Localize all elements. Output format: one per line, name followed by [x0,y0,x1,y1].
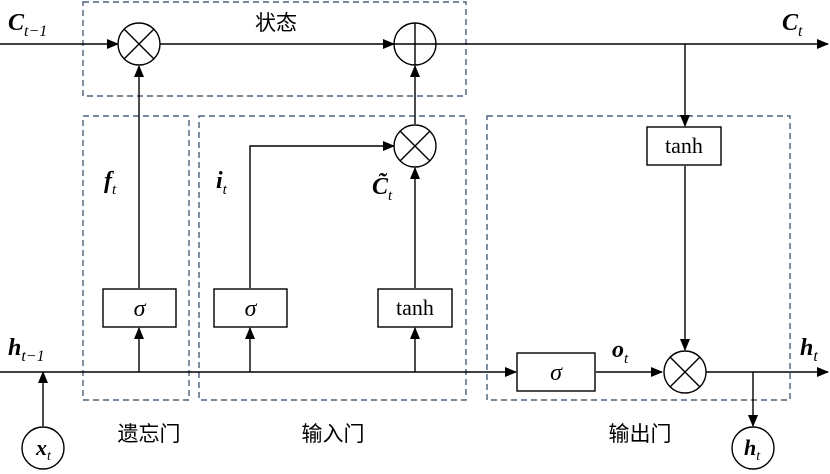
o-main: o [612,337,624,363]
c-t-sub: t [798,23,803,40]
activation-boxes: σ σ tanh σ tanh [102,126,722,392]
ctilde-sub: t [388,188,393,204]
input-gate-region [198,115,467,401]
i-sub: t [223,182,228,198]
forget-gate-region [82,115,190,401]
c-prev-main: C [8,10,25,36]
c-t-label: Ct [782,10,803,40]
f-label: ft [104,168,117,198]
i-main: i [216,168,223,194]
h-output-circle [731,426,775,470]
o-sub: t [624,351,629,367]
add-op [393,22,437,66]
input-sigma-to-mult [249,141,395,288]
o-label: ot [612,337,629,367]
operators [117,22,707,394]
gate-captions: 遗忘门 输入门 输出门 [118,422,672,446]
sigma-forget-box [102,288,177,328]
x-circle-main: x [35,435,47,460]
c-t-main: C [782,10,799,36]
sigma-input-label: σ [245,296,258,322]
tanh-input-label: tanh [396,295,434,320]
sigma-output-label: σ [550,360,563,386]
sigma-input-box [213,288,288,328]
h-t-label: ht [800,335,818,365]
state-region [82,1,467,97]
sigma-forget-label: σ [134,296,147,322]
f-main: f [104,168,114,194]
connections [0,39,829,427]
c-prev-sub: t−1 [24,23,47,40]
x-circle-label: xt [35,435,52,464]
input-gate-caption: 输入门 [302,422,365,446]
x-circle-sub: t [47,449,52,464]
h-prev-sub: t−1 [21,348,44,365]
h-prev-main: h [8,335,21,361]
h-t-main: h [800,335,813,361]
io-circles: xt ht [21,426,775,470]
h-circle-main: h [744,435,756,460]
h-t-sub: t [813,348,818,365]
x-input-circle [21,426,65,470]
h-prev-label: ht−1 [8,335,45,365]
output-gate-region [486,115,791,401]
tanh-output-box [646,126,722,166]
i-label: it [216,168,228,198]
state-label: 状态 [255,11,297,35]
sigma-output-box [516,352,596,392]
h-circle-sub: t [756,449,761,464]
variable-labels: Ct−1 Ct 状态 ft it C̃t ht−1 ht ot [8,10,818,367]
dashed-regions [82,1,791,401]
ctilde-label: C̃t [372,174,393,204]
input-multiply-op [393,124,437,168]
tanh-input-box [377,288,453,328]
forget-multiply-op [117,22,161,66]
f-sub: t [112,182,117,198]
forget-gate-caption: 遗忘门 [118,422,181,446]
output-multiply-op [663,350,707,394]
tanh-output-label: tanh [665,133,703,158]
c-prev-label: Ct−1 [8,10,47,40]
h-circle-label: ht [744,435,761,464]
output-gate-caption: 输出门 [609,422,672,446]
ctilde-main: C̃ [372,174,389,200]
